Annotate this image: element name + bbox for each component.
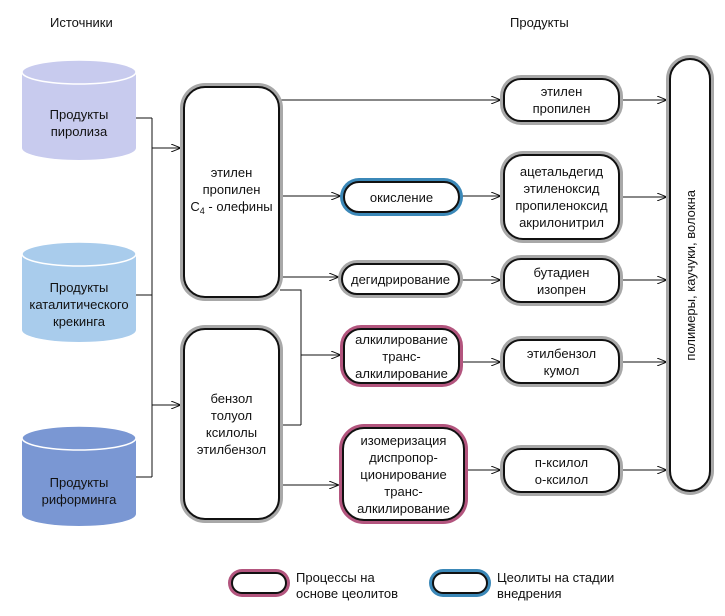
process-oxidation: окисление <box>343 181 460 213</box>
source-pyrolysis: Продукты пиролиза <box>21 59 137 160</box>
product-line: бутадиен <box>533 264 590 280</box>
product-ethylene-propylene: этилен пропилен <box>503 78 620 122</box>
process-line: алкилирование <box>355 365 448 381</box>
process-line: окисление <box>369 189 434 205</box>
feed-line: толуол <box>210 408 253 423</box>
aromatics-feed-box: бензол толуол ксилолы этилбензол <box>183 328 280 520</box>
olefins-feed-box: этилен пропилен C4 - олефины <box>183 86 280 298</box>
product-line: этиленоксид <box>523 181 600 196</box>
product-line: этилбензол <box>526 345 597 361</box>
c4-main: C <box>190 199 200 214</box>
cylinder-shape <box>21 241 137 342</box>
legend-zeolite-stage-swatch <box>432 572 488 594</box>
cylinder-shape <box>21 59 137 160</box>
source-label: Продукты риформинга <box>41 475 117 507</box>
process-line: алкилирование <box>357 500 450 516</box>
source-catalytic-cracking: Продукты каталитического крекинга <box>21 241 137 342</box>
cylinder-shape <box>21 425 137 526</box>
product-line: изопрен <box>537 281 586 297</box>
product-butadiene-isoprene: бутадиен изопрен <box>503 258 620 303</box>
final-products-label: полимеры, каучуки, волокна <box>682 189 698 361</box>
source-label: Продукты пиролиза <box>49 107 109 139</box>
feed-line: этилен <box>210 165 253 180</box>
feed-line: ксилолы <box>205 425 258 440</box>
product-xylenes: п-ксилол о-ксилол <box>503 448 620 493</box>
process-isomerization: изомеризация диспропор- ционирование тра… <box>342 427 465 521</box>
feed-line: бензол <box>210 391 253 406</box>
sources-header: Источники <box>50 15 113 30</box>
process-line: изомеризация <box>360 432 447 448</box>
product-line: кумол <box>543 362 580 378</box>
source-reforming: Продукты риформинга <box>21 425 137 526</box>
process-line: дегидрирование <box>350 271 451 287</box>
product-ethylbenzene-cumene: этилбензол кумол <box>503 339 620 384</box>
product-line: п-ксилол <box>534 454 589 470</box>
product-line: о-ксилол <box>534 471 589 487</box>
source-label: Продукты каталитического крекинга <box>29 280 129 329</box>
product-line: акрилонитрил <box>519 215 604 230</box>
c4-olefins-line: C4 - олефины <box>190 198 272 220</box>
legend-zeolite-stage-label: Цеолиты на стадии внедрения <box>497 570 615 601</box>
process-line: транс- <box>384 483 423 499</box>
process-line: алкилирование <box>355 331 448 347</box>
product-oxygenates: ацетальдегид этиленоксид пропиленоксид а… <box>503 154 620 240</box>
c4-subscript: 4 <box>199 206 205 216</box>
feed-line: пропилен <box>202 182 261 197</box>
product-line: ацетальдегид <box>519 164 604 179</box>
product-line: пропиленоксид <box>515 198 608 213</box>
line-olefins-down <box>280 289 302 425</box>
process-dehydrogenation: дегидрирование <box>341 263 460 295</box>
process-alkylation: алкилирование транс- алкилирование <box>343 328 460 384</box>
legend-zeolite-process-swatch <box>231 572 287 594</box>
feed-line: этилбензол <box>196 442 267 457</box>
process-line: ционирование <box>360 466 447 482</box>
products-header: Продукты <box>510 15 569 30</box>
process-line: диспропор- <box>369 449 438 465</box>
final-products-box: полимеры, каучуки, волокна <box>669 58 711 492</box>
c4-rest: - олефины <box>204 199 273 214</box>
legend-zeolite-process-label: Процессы на основе цеолитов <box>296 570 399 601</box>
process-line: транс- <box>382 348 421 364</box>
product-line: этилен <box>540 84 583 99</box>
product-line: пропилен <box>532 101 591 116</box>
sources-collector-line <box>136 117 153 478</box>
